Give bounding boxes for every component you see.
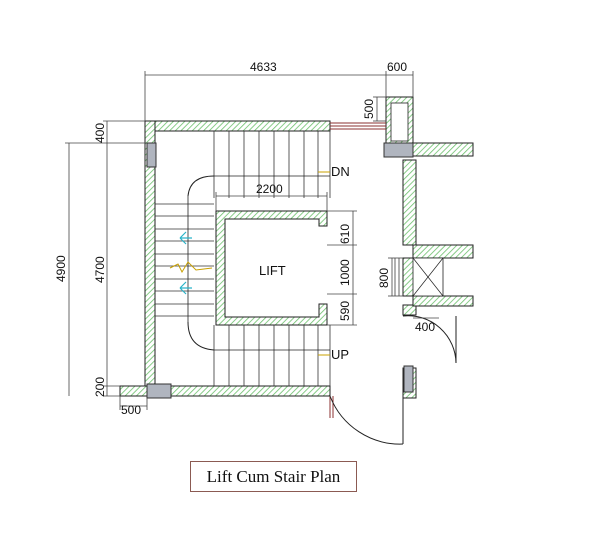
dim-lift-top: 610 xyxy=(338,224,352,244)
dim-lift-bottom: 590 xyxy=(338,301,352,321)
lower-stair-flight xyxy=(187,321,331,386)
column-bottom-left xyxy=(146,383,172,399)
direction-arrow-down-icon xyxy=(179,231,192,245)
right-window xyxy=(394,257,444,297)
dim-left-bottom: 200 xyxy=(93,377,107,397)
dim-left-total: 4900 xyxy=(54,255,68,282)
dim-door-width: 400 xyxy=(415,320,435,334)
dim-lift-middle: 1000 xyxy=(338,259,352,286)
walls xyxy=(119,96,474,399)
plan-title: Lift Cum Stair Plan xyxy=(190,461,357,492)
label-dn: DN xyxy=(331,164,350,179)
direction-arrow-up-icon xyxy=(179,281,192,295)
dim-window-height: 800 xyxy=(377,268,391,288)
column-bottom-right xyxy=(403,365,414,393)
label-lift: LIFT xyxy=(259,263,286,278)
upper-stair-flight xyxy=(187,131,331,198)
doors xyxy=(329,315,457,445)
column-top-right xyxy=(383,142,414,158)
column-top-left xyxy=(146,142,157,168)
dimension-lines xyxy=(65,71,439,410)
dim-right-small: 500 xyxy=(362,99,376,119)
dim-bottom-left: 500 xyxy=(121,403,141,417)
top-window xyxy=(330,122,386,130)
columns xyxy=(146,142,414,399)
dim-lift-width: 2200 xyxy=(256,182,283,196)
left-landing xyxy=(155,196,214,322)
dim-left-top: 400 xyxy=(93,123,107,143)
label-up: UP xyxy=(331,347,349,362)
dim-top-width: 4633 xyxy=(250,60,277,74)
dim-top-right: 600 xyxy=(387,60,407,74)
dim-left-inner: 4700 xyxy=(93,256,107,283)
